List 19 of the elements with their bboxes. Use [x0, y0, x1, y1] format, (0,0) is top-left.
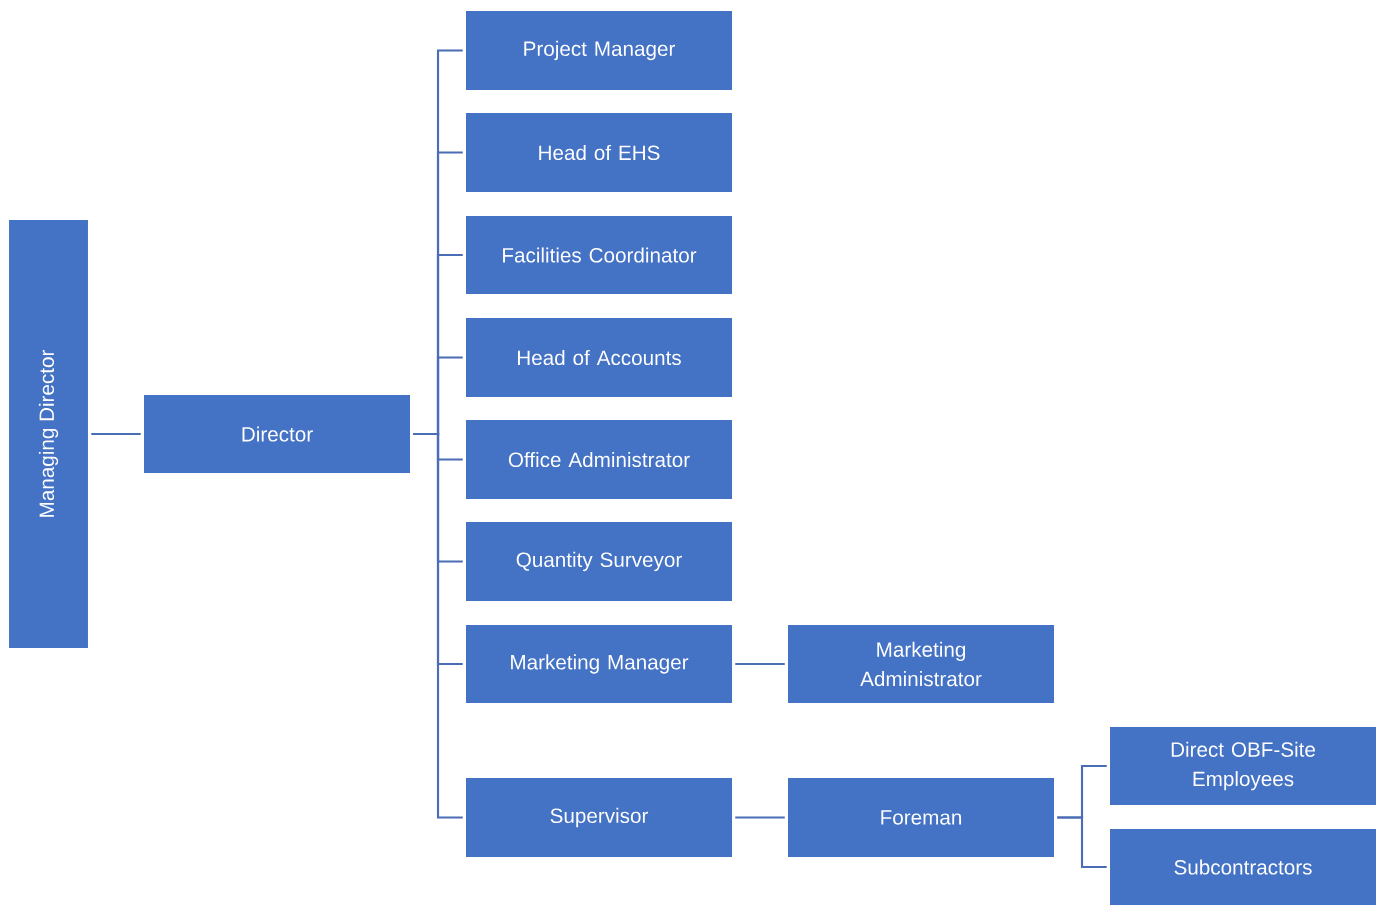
org-box: Marketing Administrator — [788, 625, 1054, 703]
org-box: Project Manager — [466, 11, 732, 90]
connector-line — [735, 662, 785, 666]
org-box: Facilities Coordinator — [466, 216, 732, 294]
org-box: Quantity Surveyor — [466, 522, 732, 601]
org-box: Head of Accounts — [466, 318, 732, 397]
org-box: Subcontractors — [1110, 829, 1376, 905]
org-box: Office Administrator — [466, 420, 732, 499]
org-box: Foreman — [788, 778, 1054, 857]
org-box: Head of EHS — [466, 113, 732, 192]
org-box: Managing Director — [9, 220, 88, 648]
connector-line — [735, 816, 785, 819]
connector-line — [1057, 816, 1107, 869]
org-box: Marketing Manager — [466, 625, 732, 703]
org-box: Direct OBF-Site Employees — [1110, 727, 1376, 805]
connector-line — [413, 432, 463, 819]
connector-line — [91, 432, 141, 436]
org-box: Supervisor — [466, 778, 732, 857]
org-box: Director — [144, 395, 410, 473]
